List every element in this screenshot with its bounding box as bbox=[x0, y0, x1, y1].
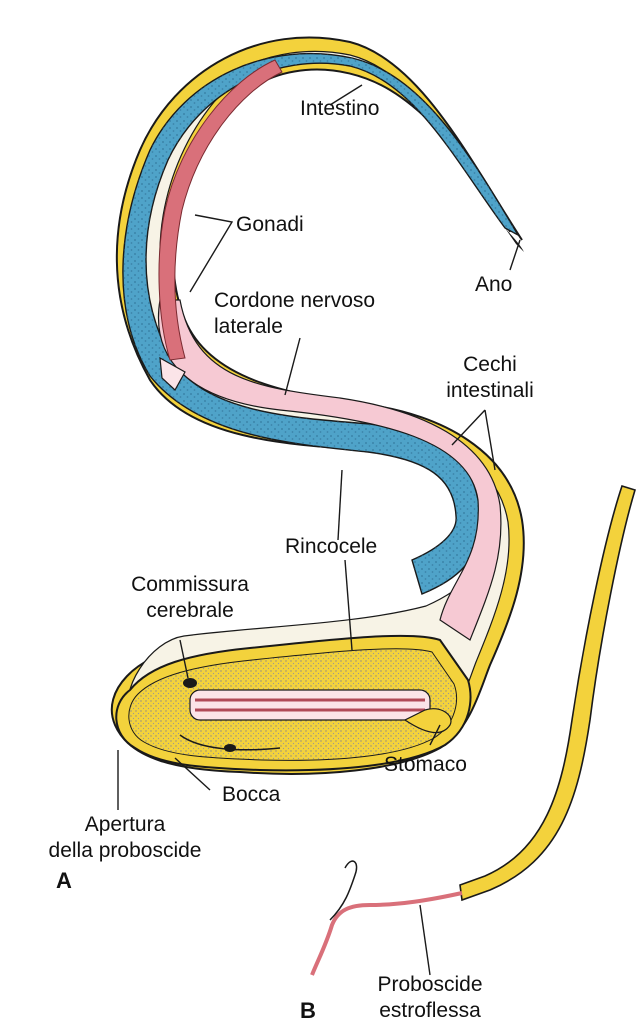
label-stomaco: Stomaco bbox=[384, 752, 467, 778]
label-intestino: Intestino bbox=[300, 96, 379, 122]
label-apertura-line2: della proboscide bbox=[20, 838, 230, 864]
label-apertura-line1: Apertura bbox=[20, 812, 230, 838]
label-commissura-line1: Commissura bbox=[100, 572, 280, 598]
leader-ano bbox=[510, 240, 520, 270]
label-bocca: Bocca bbox=[222, 782, 280, 808]
cerebral-ganglion-ventral bbox=[224, 744, 236, 752]
everted-proboscis bbox=[312, 893, 462, 975]
label-rincocele: Rincocele bbox=[285, 534, 377, 560]
cerebral-ganglion-dorsal bbox=[183, 678, 197, 688]
label-cordone-line1: Cordone nervoso bbox=[214, 288, 375, 314]
panel-label-b: B bbox=[300, 998, 316, 1024]
leader-rincocele-up bbox=[338, 470, 342, 540]
panel-label-a: A bbox=[56, 868, 72, 894]
leader-cordone bbox=[285, 338, 300, 395]
leader-gonadi bbox=[190, 215, 232, 292]
proboscis-sheath bbox=[190, 690, 430, 720]
label-commissura-line2: cerebrale bbox=[100, 598, 280, 624]
label-cechi-line1: Cechi bbox=[420, 352, 560, 378]
leader-proboscide bbox=[420, 905, 430, 975]
label-gonadi: Gonadi bbox=[236, 212, 304, 238]
label-cordone-line2: laterale bbox=[214, 314, 283, 340]
label-ano: Ano bbox=[475, 272, 512, 298]
label-cechi-line2: intestinali bbox=[420, 378, 560, 404]
label-proboscide-line1: Proboscide bbox=[355, 972, 505, 998]
label-proboscide-line2: estroflessa bbox=[355, 998, 505, 1024]
